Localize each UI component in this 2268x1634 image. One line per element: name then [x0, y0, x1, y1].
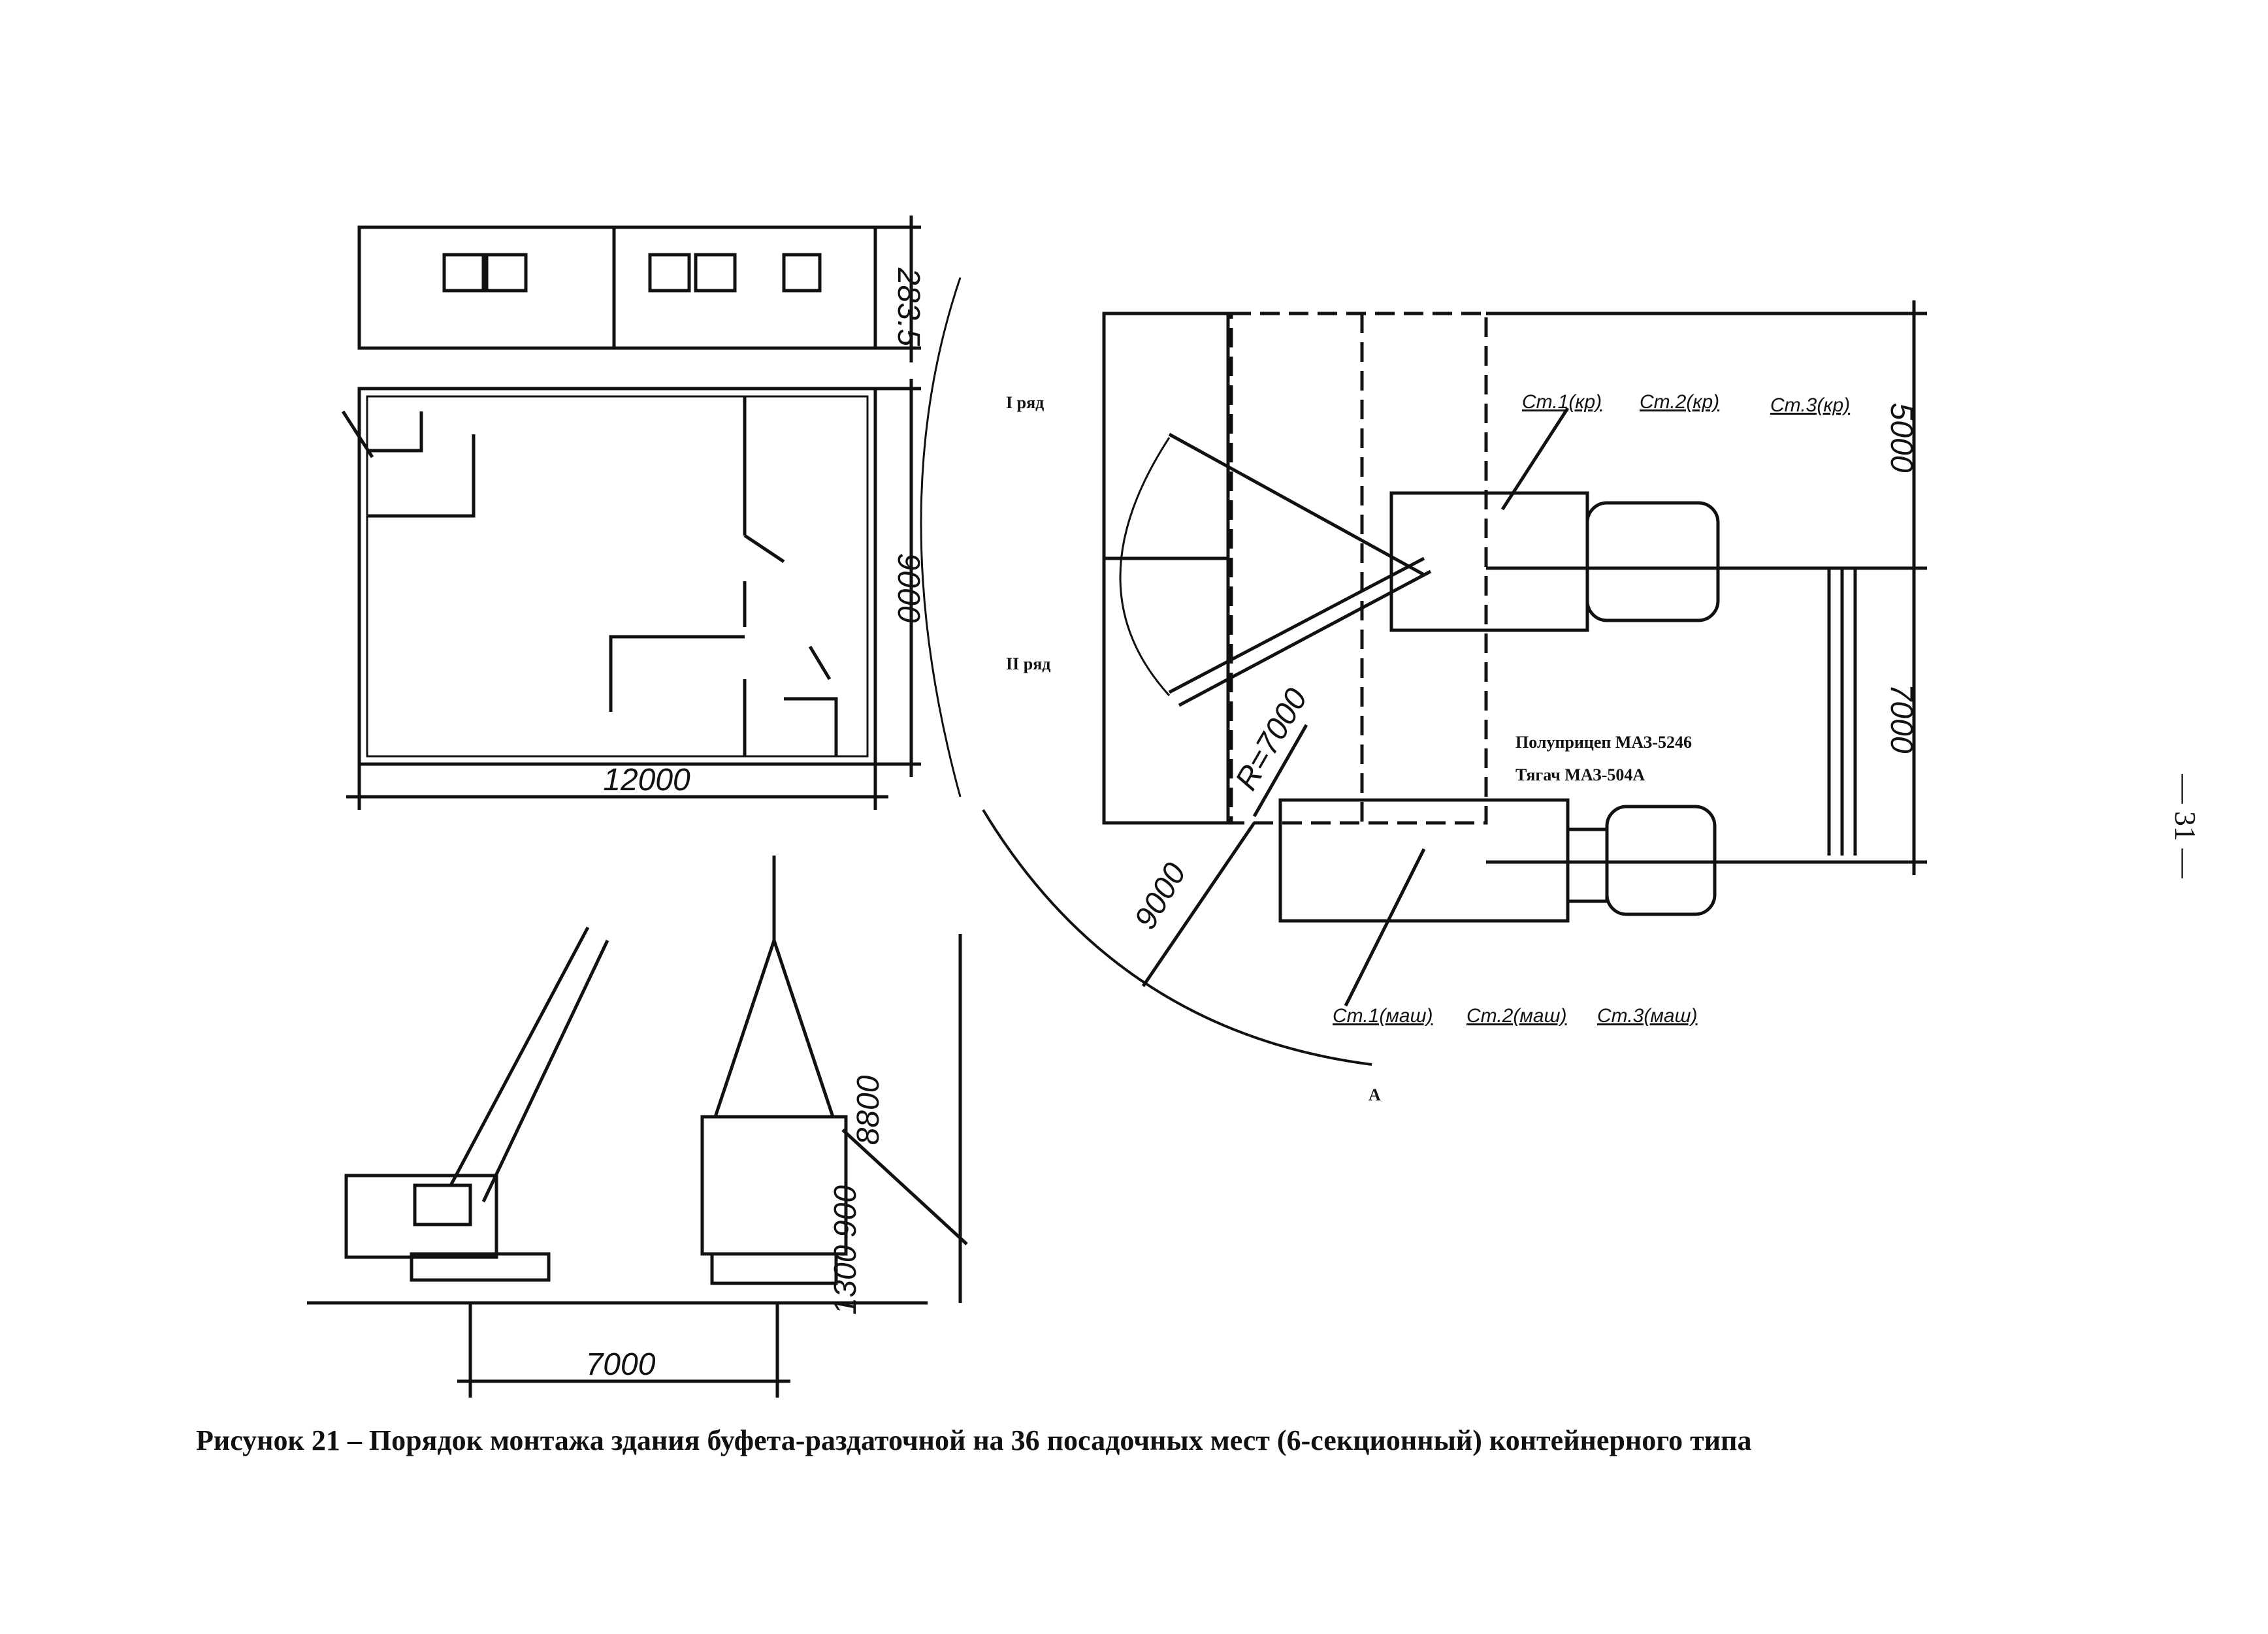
building-elevation: [357, 216, 921, 362]
truck-semitrailer: Полуприцеп МАЗ-5246: [1515, 733, 1692, 752]
truck-station-1: Ст.1(маш): [1333, 1005, 1433, 1027]
crane-side-view: [307, 926, 928, 1398]
truck-station-3: Ст.3(маш): [1597, 1005, 1697, 1027]
dim-site-top: 5000: [1884, 403, 1919, 473]
dim-site-bottom: 7000: [1884, 684, 1919, 754]
dim-radius: R=7000: [1229, 682, 1314, 796]
dim-reach: 9000: [1128, 857, 1193, 935]
site-plan: [920, 277, 1927, 1066]
dim-lift-height: 8800: [851, 1075, 886, 1145]
dim-plan-depth: 9000: [891, 553, 926, 623]
crane-station-1: Ст.1(кр): [1522, 391, 1602, 413]
arc-mark: А: [1369, 1085, 1381, 1104]
figure-caption: Рисунок 21 – Порядок монтажа здания буфе…: [196, 1424, 1752, 1456]
truck-tractor: Тягач МАЗ-504А: [1515, 765, 1645, 784]
truck-station-2: Ст.2(маш): [1466, 1005, 1566, 1027]
dim-lift-small1: 900: [828, 1185, 863, 1238]
dim-plan-width: 12000: [603, 763, 690, 797]
crane-station-3: Ст.3(кр): [1770, 394, 1850, 416]
row1-label: I ряд: [1006, 393, 1044, 412]
dim-lift-span: 7000: [586, 1347, 656, 1382]
dim-elevation-height: 283.5: [891, 267, 926, 346]
page-number: — 31 —: [2136, 773, 2214, 880]
container-lift: [700, 856, 968, 1303]
building-plan: [341, 379, 921, 810]
page-number-text: — 31 —: [2169, 774, 2202, 878]
row2-label: II ряд: [1006, 654, 1050, 673]
dim-lift-small2: 1300: [828, 1245, 863, 1315]
crane-station-2: Ст.2(кр): [1640, 391, 1719, 413]
